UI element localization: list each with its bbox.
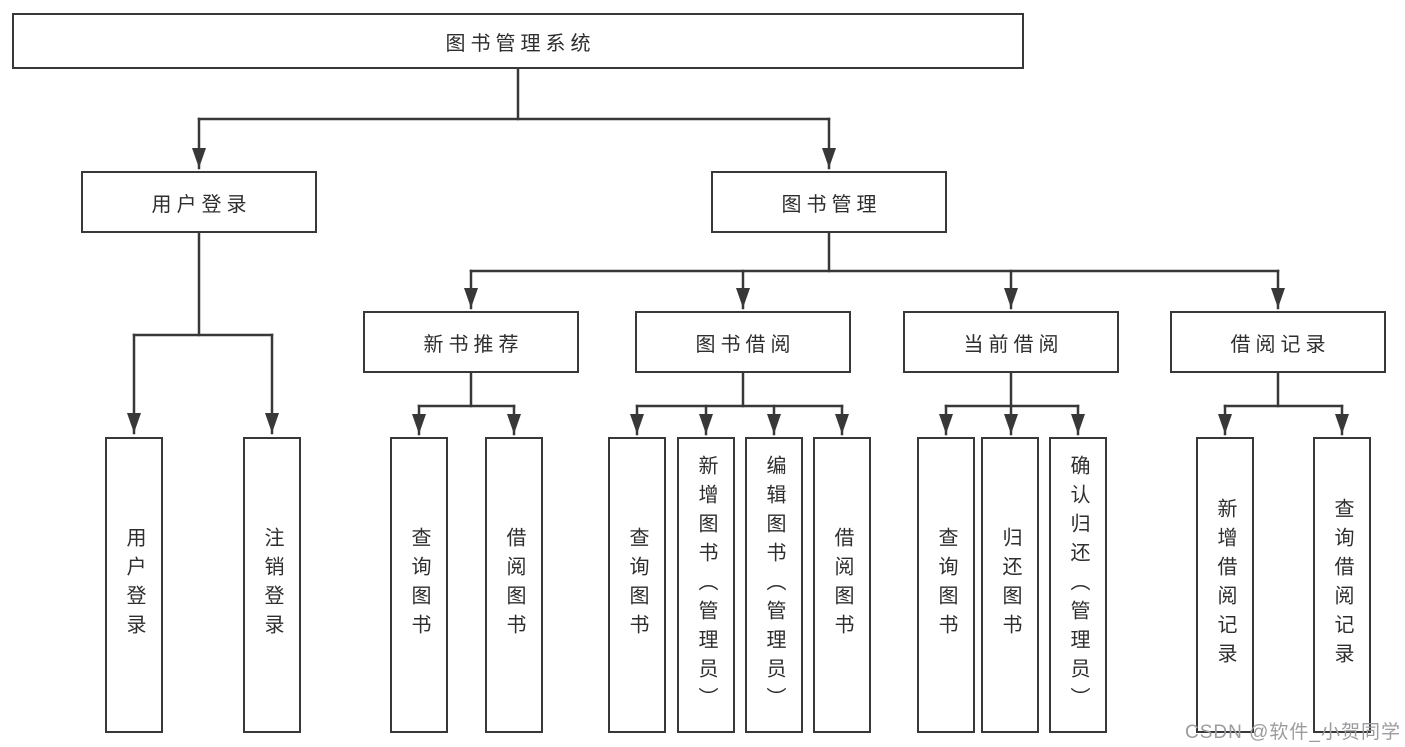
node-new-book-recommend: 新书推荐 — [363, 311, 579, 373]
leaf-query-borrow-record: 查询借阅记录 — [1313, 437, 1371, 733]
leaf-return-book: 归还图书 — [981, 437, 1039, 733]
leaf-logout: 注销登录 — [243, 437, 301, 733]
leaf-label: 确认归还（管理员） — [1067, 454, 1089, 716]
leaf-label: 新增借阅记录 — [1214, 498, 1236, 672]
node-current-borrow: 当前借阅 — [903, 311, 1119, 373]
leaf-label: 归还图书 — [999, 527, 1021, 643]
leaf-label: 用户登录 — [123, 527, 145, 643]
leaf-add-book-admin: 新增图书（管理员） — [677, 437, 735, 733]
leaf-label: 借阅图书 — [831, 527, 853, 643]
leaf-label: 新增图书（管理员） — [695, 454, 717, 716]
leaf-label: 注销登录 — [261, 527, 283, 643]
leaf-edit-book-admin: 编辑图书（管理员） — [745, 437, 803, 733]
leaf-query-books-borrow: 查询图书 — [608, 437, 666, 733]
node-root: 图书管理系统 — [12, 13, 1024, 69]
leaf-label: 查询图书 — [408, 527, 430, 643]
leaf-label: 编辑图书（管理员） — [763, 454, 785, 716]
csdn-watermark: CSDN @软件_小贺同学 — [1185, 722, 1401, 743]
node-book-management: 图书管理 — [711, 171, 947, 233]
leaf-label: 借阅图书 — [503, 527, 525, 643]
node-user-login: 用户登录 — [81, 171, 317, 233]
node-borrow-records: 借阅记录 — [1170, 311, 1386, 373]
leaf-user-login: 用户登录 — [105, 437, 163, 733]
leaf-label: 查询图书 — [626, 527, 648, 643]
leaf-borrow-books-borrow: 借阅图书 — [813, 437, 871, 733]
leaf-add-borrow-record: 新增借阅记录 — [1196, 437, 1254, 733]
leaf-label: 查询图书 — [935, 527, 957, 643]
leaf-query-books-recommend: 查询图书 — [390, 437, 448, 733]
leaf-borrow-books-recommend: 借阅图书 — [485, 437, 543, 733]
leaf-confirm-return-admin: 确认归还（管理员） — [1049, 437, 1107, 733]
leaf-label: 查询借阅记录 — [1331, 498, 1353, 672]
leaf-query-books-current: 查询图书 — [917, 437, 975, 733]
node-book-borrow: 图书借阅 — [635, 311, 851, 373]
